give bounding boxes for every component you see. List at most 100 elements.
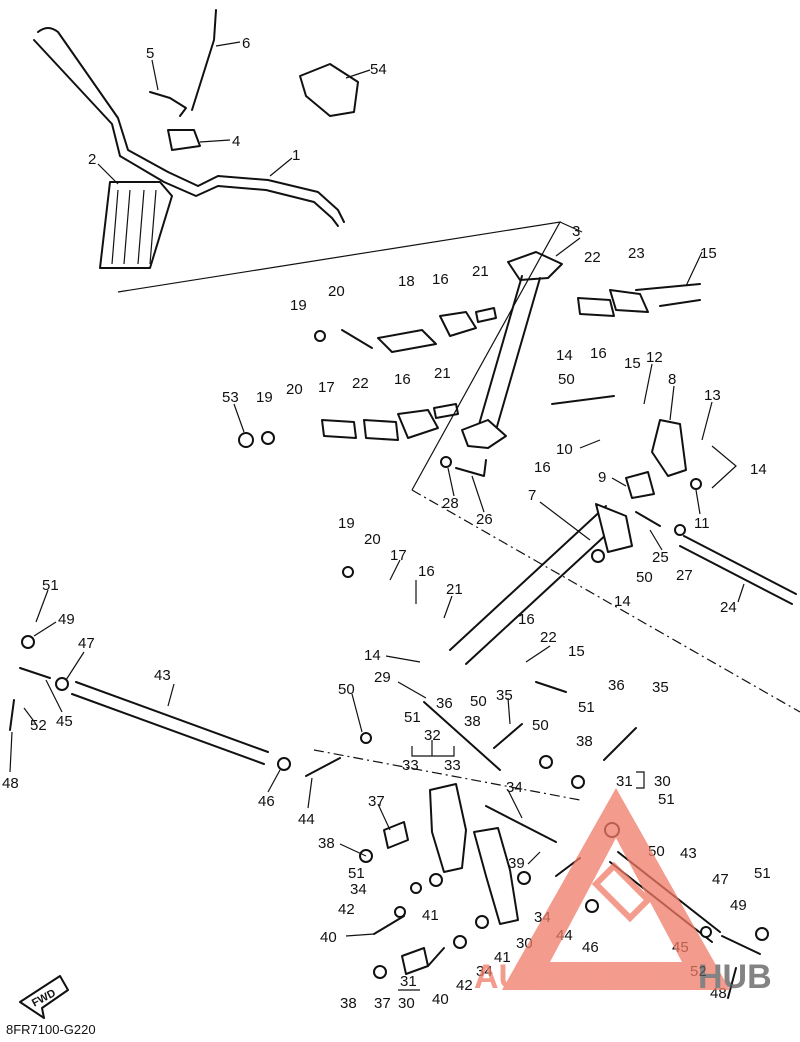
callout-45-left: 45 (56, 713, 73, 730)
callout-15-mid: 15 (624, 355, 641, 372)
callout-22-c: 22 (540, 629, 557, 646)
reference-lines (117, 221, 800, 991)
callout-37-lower: 37 (374, 995, 391, 1012)
callout-42-right: 42 (456, 977, 473, 994)
callout-19-a: 19 (290, 297, 307, 314)
part-31-collar (571, 775, 585, 789)
part-24-rod (679, 535, 797, 605)
part-30-arm-left (429, 783, 467, 873)
leader-13 (701, 401, 713, 441)
part-6-bolt (191, 9, 217, 111)
callout-43-right: 43 (680, 845, 697, 862)
leader-1 (269, 157, 293, 177)
callout-27: 27 (676, 567, 693, 584)
part-47-washer-right (700, 926, 712, 938)
callout-11: 11 (694, 515, 710, 532)
watermark-text-automoto: AUTOMOTO (474, 958, 671, 996)
frame-line-upper (117, 221, 583, 491)
bracket-32 (411, 740, 455, 757)
centerline-main (411, 489, 800, 713)
callout-50-center: 50 (470, 693, 487, 710)
callout-29: 29 (374, 669, 391, 686)
callout-10: 10 (556, 441, 573, 458)
callout-30-bracket: 30 (654, 773, 671, 790)
callout-49-left: 49 (58, 611, 75, 628)
watermark-triangle-icon (502, 788, 730, 990)
part-49-nut-right (755, 927, 769, 941)
callout-42-left: 42 (338, 901, 355, 918)
callout-7: 7 (528, 487, 536, 504)
part-50-nut-mid (591, 549, 605, 563)
part-shapes (9, 9, 797, 999)
callout-48-left: 48 (2, 775, 19, 792)
callout-14-lower: 14 (364, 647, 381, 664)
leader-48 (9, 731, 13, 773)
callout-53: 53 (222, 389, 239, 406)
leader-53 (233, 403, 245, 433)
leader-26 (471, 475, 485, 513)
callout-14-mid: 14 (614, 593, 631, 610)
leader-40 (345, 933, 375, 937)
callout-19-b: 19 (256, 389, 273, 406)
leader-4 (199, 139, 231, 143)
callout-38-upper: 38 (318, 835, 335, 852)
leader-8 (669, 385, 675, 421)
leader-28 (447, 467, 455, 497)
callout-17-lower: 17 (390, 547, 407, 564)
callout-17-upper: 17 (318, 379, 335, 396)
callout-38-right: 38 (576, 733, 593, 750)
leader-6 (215, 41, 241, 47)
leader-43 (167, 683, 175, 707)
callout-40-left: 40 (320, 929, 337, 946)
callout-51-right: 51 (658, 791, 675, 808)
part-34-spacer-left (410, 882, 422, 894)
callout-34-upper: 34 (506, 779, 523, 796)
part-4-clamp (167, 129, 201, 151)
part-40-bolt-right (427, 947, 445, 967)
callout-33-left: 33 (402, 757, 419, 774)
callout-15-lower: 15 (568, 643, 585, 660)
callout-25: 25 (652, 549, 669, 566)
leader-10 (579, 439, 601, 449)
callout-19-c: 19 (338, 515, 355, 532)
leader-39 (527, 851, 541, 865)
part-50-nut-center (539, 755, 553, 769)
callout-30-bottom: 30 (398, 995, 415, 1012)
callout-22-a: 22 (584, 249, 601, 266)
leader-5 (151, 59, 159, 91)
callout-14-upper: 14 (556, 347, 573, 364)
callout-38-lower: 38 (340, 995, 357, 1012)
watermark-logo: AUTOMOTO HUB (474, 788, 772, 996)
callout-21-b: 21 (434, 365, 451, 382)
callout-31-bottom: 31 (400, 973, 417, 990)
callout-23: 23 (628, 245, 645, 262)
part-5-bracket (149, 91, 187, 117)
callout-51-left: 51 (42, 577, 59, 594)
callout-46-left: 46 (258, 793, 275, 810)
part-45-ball-joint-left (19, 667, 51, 679)
part-40-bolt-left (373, 915, 405, 935)
callout-16-d: 16 (534, 459, 551, 476)
centerline-lower (313, 749, 581, 801)
part-18-bracket (377, 329, 437, 353)
part-23-link (609, 289, 649, 313)
leader-3 (555, 237, 581, 257)
part-3-bottom-plate (461, 419, 507, 449)
part-19-nut-upper (314, 330, 326, 342)
part-34-spacer-right (517, 871, 531, 885)
callout-13: 13 (704, 387, 721, 404)
callout-38-mid: 38 (464, 713, 481, 730)
part-28-nut (440, 456, 452, 468)
callout-47-right: 47 (712, 871, 729, 888)
callout-39: 39 (508, 855, 525, 872)
callout-50-center-right: 50 (532, 717, 549, 734)
callout-51-lower: 51 (348, 865, 365, 882)
callout-15-upper: 15 (700, 245, 717, 262)
part-43-rod-left (71, 681, 269, 765)
callout-50-mid: 50 (636, 569, 653, 586)
fwd-arrow-icon (19, 975, 69, 1019)
callout-51-far-right: 51 (754, 865, 771, 882)
part-1-bent-rod (37, 27, 345, 223)
callout-20-c: 20 (364, 531, 381, 548)
